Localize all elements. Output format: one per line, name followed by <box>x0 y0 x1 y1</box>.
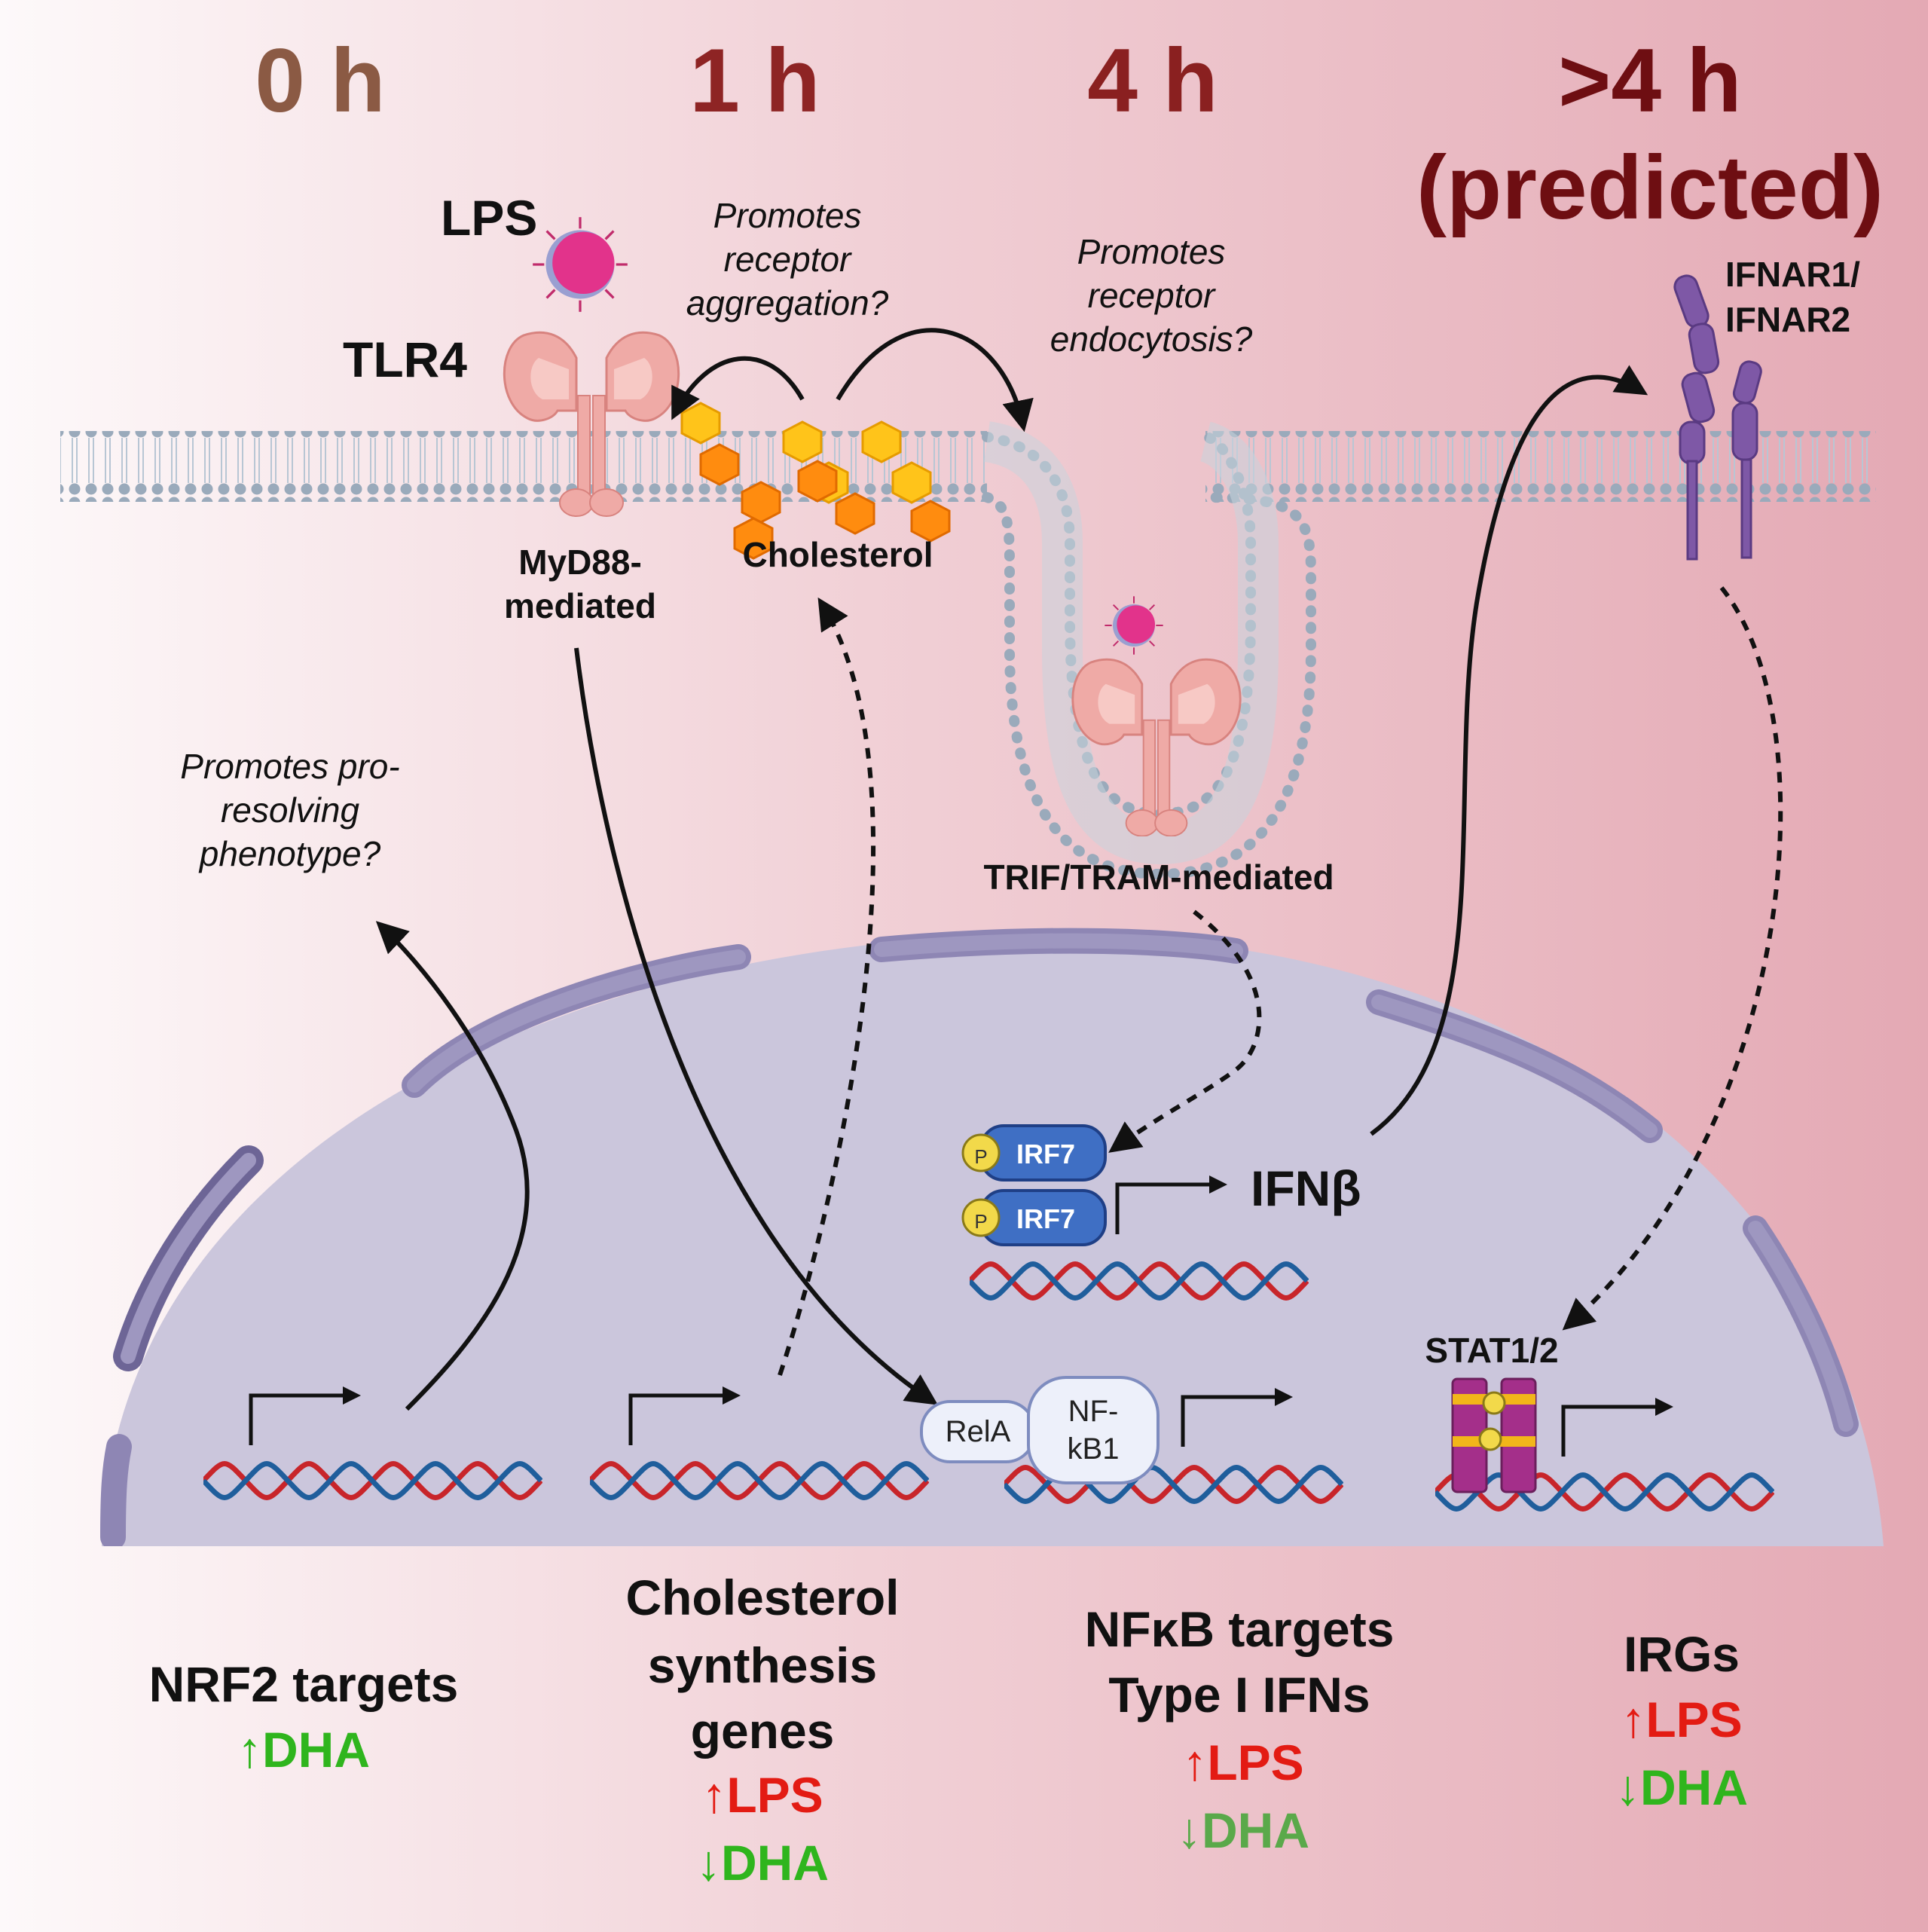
svg-text:Promotes: Promotes <box>713 196 862 235</box>
annotation-aggregation: Promotes receptor aggregation? <box>686 196 889 323</box>
ifnar-label: IFNAR1/ <box>1725 255 1860 294</box>
svg-text:IRGs: IRGs <box>1624 1626 1740 1682</box>
stat-label: STAT1/2 <box>1425 1331 1558 1370</box>
svg-text:resolving: resolving <box>221 790 360 830</box>
svg-text:phenotype?: phenotype? <box>198 834 381 873</box>
lps-particle <box>531 216 629 313</box>
ifnar-label-2: IFNAR2 <box>1725 300 1850 339</box>
stat-dimer <box>1451 1377 1537 1493</box>
myd88-label: MyD88- <box>518 543 642 582</box>
svg-text:Cholesterol: Cholesterol <box>625 1570 899 1625</box>
annotation-endocytosis: Promotes receptor endocytosis? <box>1050 232 1253 359</box>
time-4h: 4 h <box>1087 30 1218 131</box>
cholesterol-label: Cholesterol <box>742 535 933 574</box>
arrow-myd88-to-nfkb <box>574 647 939 1405</box>
phospho-irf7-2: P <box>974 1210 987 1233</box>
svg-text:synthesis: synthesis <box>648 1637 877 1693</box>
svg-text:↓DHA: ↓DHA <box>1177 1802 1309 1858</box>
svg-text:Type I IFNs: Type I IFNs <box>1108 1667 1370 1723</box>
svg-text:↑DHA: ↑DHA <box>237 1722 370 1778</box>
nfkb1-label: NF- <box>1068 1395 1119 1428</box>
irf7-label-2: IRF7 <box>1016 1203 1075 1234</box>
time-gt4h: >4 h <box>1558 30 1741 131</box>
rela-label: RelA <box>946 1415 1011 1448</box>
annotation-pro-resolving: Promotes pro- resolving phenotype? <box>180 747 399 873</box>
svg-text:↓DHA: ↓DHA <box>696 1835 829 1891</box>
time-predicted: (predicted) <box>1416 137 1884 238</box>
svg-text:↑LPS: ↑LPS <box>1182 1735 1303 1790</box>
arrow-ifnb-to-ifnar <box>1370 365 1648 1136</box>
svg-text:aggregation?: aggregation? <box>686 283 889 323</box>
arrow-aggregation <box>671 356 805 420</box>
outcome-irgs: IRGs ↑LPS ↓DHA <box>1615 1626 1748 1815</box>
trif-tram-label: TRIF/TRAM-mediated <box>983 857 1334 897</box>
svg-text:NRF2 targets: NRF2 targets <box>149 1656 459 1712</box>
lps-label: LPS <box>441 190 537 246</box>
outcome-nrf2: NRF2 targets ↑DHA <box>149 1656 459 1778</box>
svg-text:↑LPS: ↑LPS <box>701 1767 823 1823</box>
svg-text:receptor: receptor <box>724 240 852 279</box>
svg-text:NFκB targets: NFκB targets <box>1085 1601 1395 1657</box>
arrow-trif-to-irf7 <box>1108 909 1262 1153</box>
cholesterol-molecules <box>680 402 951 560</box>
arrow-chol-genes <box>778 597 876 1376</box>
time-0h: 0 h <box>255 30 385 131</box>
lps-particle-endosome <box>1104 595 1164 656</box>
myd88-label-2: mediated <box>504 586 656 625</box>
arrow-endocytosis <box>836 328 1034 433</box>
svg-text:genes: genes <box>691 1703 835 1759</box>
nfkb1-label-2: kB1 <box>1068 1432 1120 1466</box>
pathway-arrows <box>375 328 1783 1411</box>
irf7-label: IRF7 <box>1016 1139 1075 1169</box>
time-1h: 1 h <box>689 30 820 131</box>
ifnar-receptor <box>1673 274 1762 561</box>
outcome-cholesterol: Cholesterol synthesis genes ↑LPS ↓DHA <box>625 1570 899 1891</box>
svg-text:Promotes pro-: Promotes pro- <box>180 747 399 786</box>
ifnb-label: IFNβ <box>1251 1160 1361 1216</box>
nfkb1-protein <box>1027 1376 1160 1484</box>
svg-text:Promotes: Promotes <box>1077 232 1226 271</box>
arrow-ifnar-to-stat <box>1562 586 1783 1331</box>
arrow-pro-resolving <box>375 921 530 1411</box>
tlr4-label: TLR4 <box>343 332 467 387</box>
svg-text:endocytosis?: endocytosis? <box>1050 319 1253 359</box>
svg-text:receptor: receptor <box>1088 276 1216 315</box>
svg-text:↓DHA: ↓DHA <box>1615 1759 1748 1815</box>
phospho-irf7: P <box>974 1145 987 1168</box>
nucleus-bottom-edge <box>0 1546 1928 1932</box>
outcome-nfkb: NFκB targets Type I IFNs ↑LPS ↓DHA <box>1085 1601 1395 1858</box>
svg-text:↑LPS: ↑LPS <box>1621 1692 1742 1747</box>
